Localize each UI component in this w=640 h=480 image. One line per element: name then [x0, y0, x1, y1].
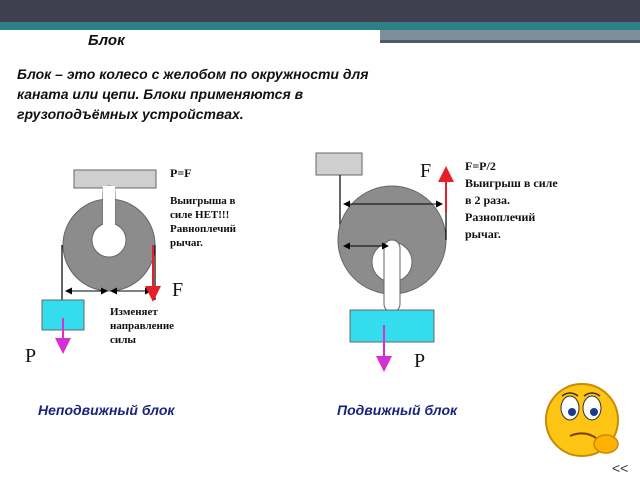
fixed-ceiling-support [73, 169, 157, 189]
header-accent [380, 30, 640, 40]
movable-pulley [315, 152, 454, 372]
top-bar-stripe [0, 22, 640, 30]
movable-weight-label: P [414, 350, 426, 372]
header-accent-line [380, 40, 640, 43]
movable-ceiling-support [315, 152, 363, 176]
movable-axle-rod [383, 239, 401, 313]
fixed-block-caption: Неподвижный блок [38, 402, 175, 418]
fixed-note: Выигрыша в силе НЕТ!!! Равноплечий рычаг… [170, 195, 236, 249]
slide-title: Блок [88, 32, 125, 49]
top-bar [0, 0, 640, 22]
fixed-pulley [41, 169, 161, 354]
movable-load [349, 309, 435, 343]
thinking-smiley-icon [545, 383, 619, 457]
fixed-force-label: F [172, 279, 184, 301]
fixed-direction-note: Изменяет направление силы [110, 306, 175, 346]
movable-formula: F=P/2 [465, 159, 496, 173]
movable-note: Выигрыш в силе в 2 раза. Разноплечий рыч… [465, 176, 558, 241]
back-nav-link[interactable]: << [612, 460, 629, 476]
movable-force-label: F [420, 160, 432, 182]
fixed-formula: P=F [170, 166, 192, 180]
movable-block-caption: Подвижный блок [337, 402, 458, 418]
block-definition: Блок – это колесо с желобом по окружност… [17, 66, 369, 122]
fixed-weight-label: P [25, 345, 37, 367]
